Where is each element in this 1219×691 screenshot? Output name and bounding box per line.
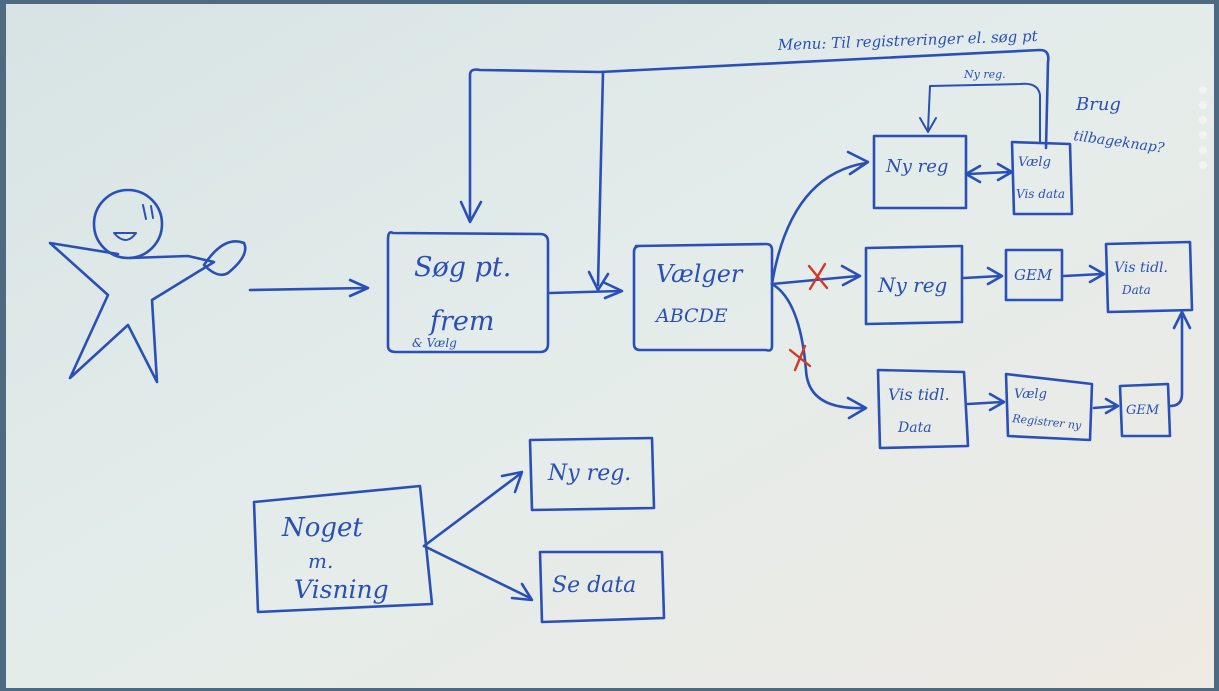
stick-figure-user xyxy=(48,188,247,384)
box-gem-low: GEM xyxy=(1118,382,1172,438)
vaelger-line1: Vælger xyxy=(656,260,744,288)
box-ny-reg-mid: Ny reg xyxy=(864,244,964,326)
box-noget: Noget m. Visning xyxy=(252,484,434,614)
vis-tidl-low-line1: Vis tidl. xyxy=(888,385,950,404)
soeg-line1: Søg pt. xyxy=(414,252,511,283)
brug-note-line1: Brug xyxy=(1075,94,1121,115)
arrow-vaelg-to-gem-low xyxy=(1092,397,1120,415)
box-ny-reg-top: Ny reg xyxy=(872,134,968,210)
box-se-data: Se data xyxy=(538,550,666,624)
soeg-line2: frem xyxy=(428,306,494,337)
arrow-noget-to-se-data xyxy=(422,544,534,602)
arrow-gem-low-to-vis-mid xyxy=(1168,310,1192,408)
ny-reg-mid-text: Ny reg xyxy=(877,273,947,297)
branch-arrows xyxy=(770,150,870,420)
ny-reg-loop-label: Ny reg. xyxy=(963,68,1006,81)
arrow-vis-to-vaelg-low xyxy=(966,392,1006,412)
arrow-noget-to-ny-reg xyxy=(422,470,524,548)
noget-line3: Visning xyxy=(294,575,389,604)
box-ny-reg-bottom: Ny reg. xyxy=(528,436,656,512)
whiteboard-surface xyxy=(6,4,1214,688)
box-vis-tidl-mid: Vis tidl. Data xyxy=(1104,240,1194,314)
box-vaelg-top: Vælg Vis data xyxy=(1010,140,1074,216)
red-cross-marks xyxy=(788,262,829,372)
noget-line1: Noget xyxy=(281,513,363,543)
board-clips xyxy=(1199,86,1207,169)
vis-tidl-mid-line1: Vis tidl. xyxy=(1114,260,1168,276)
ny-reg-loop: Ny reg. xyxy=(919,68,1041,143)
vis-tidl-mid-line2: Data xyxy=(1121,283,1151,297)
arrow-ny-to-gem-mid xyxy=(962,266,1004,286)
vaelg-top-line2: Vis data xyxy=(1016,187,1065,201)
box-vis-tidl-low: Vis tidl. Data xyxy=(876,368,970,450)
arrow-gem-to-vis-mid xyxy=(1062,264,1106,284)
vaelg-top-line1: Vælg xyxy=(1018,155,1051,170)
arrow-user-to-soeg xyxy=(248,278,370,298)
vaelg-low-line1: Vælg xyxy=(1014,387,1047,402)
se-data-text: Se data xyxy=(552,573,636,598)
noget-line2: m. xyxy=(308,549,333,573)
ny-reg-top-text: Ny reg xyxy=(885,156,948,177)
box-gem-mid: GEM xyxy=(1004,248,1064,302)
soeg-line3: & Vælg xyxy=(412,336,457,350)
ny-reg-bottom-text: Ny reg. xyxy=(547,461,631,486)
box-vaelger: Vælger ABCDE xyxy=(632,242,774,352)
vis-tidl-low-line2: Data xyxy=(897,420,932,436)
gem-mid-text: GEM xyxy=(1014,266,1053,284)
arrow-soeg-to-vaelger xyxy=(548,281,624,300)
gem-low-text: GEM xyxy=(1126,403,1160,418)
box-soeg-pt: Søg pt. frem & Vælg xyxy=(386,231,550,354)
vaelger-line2: ABCDE xyxy=(654,305,728,327)
